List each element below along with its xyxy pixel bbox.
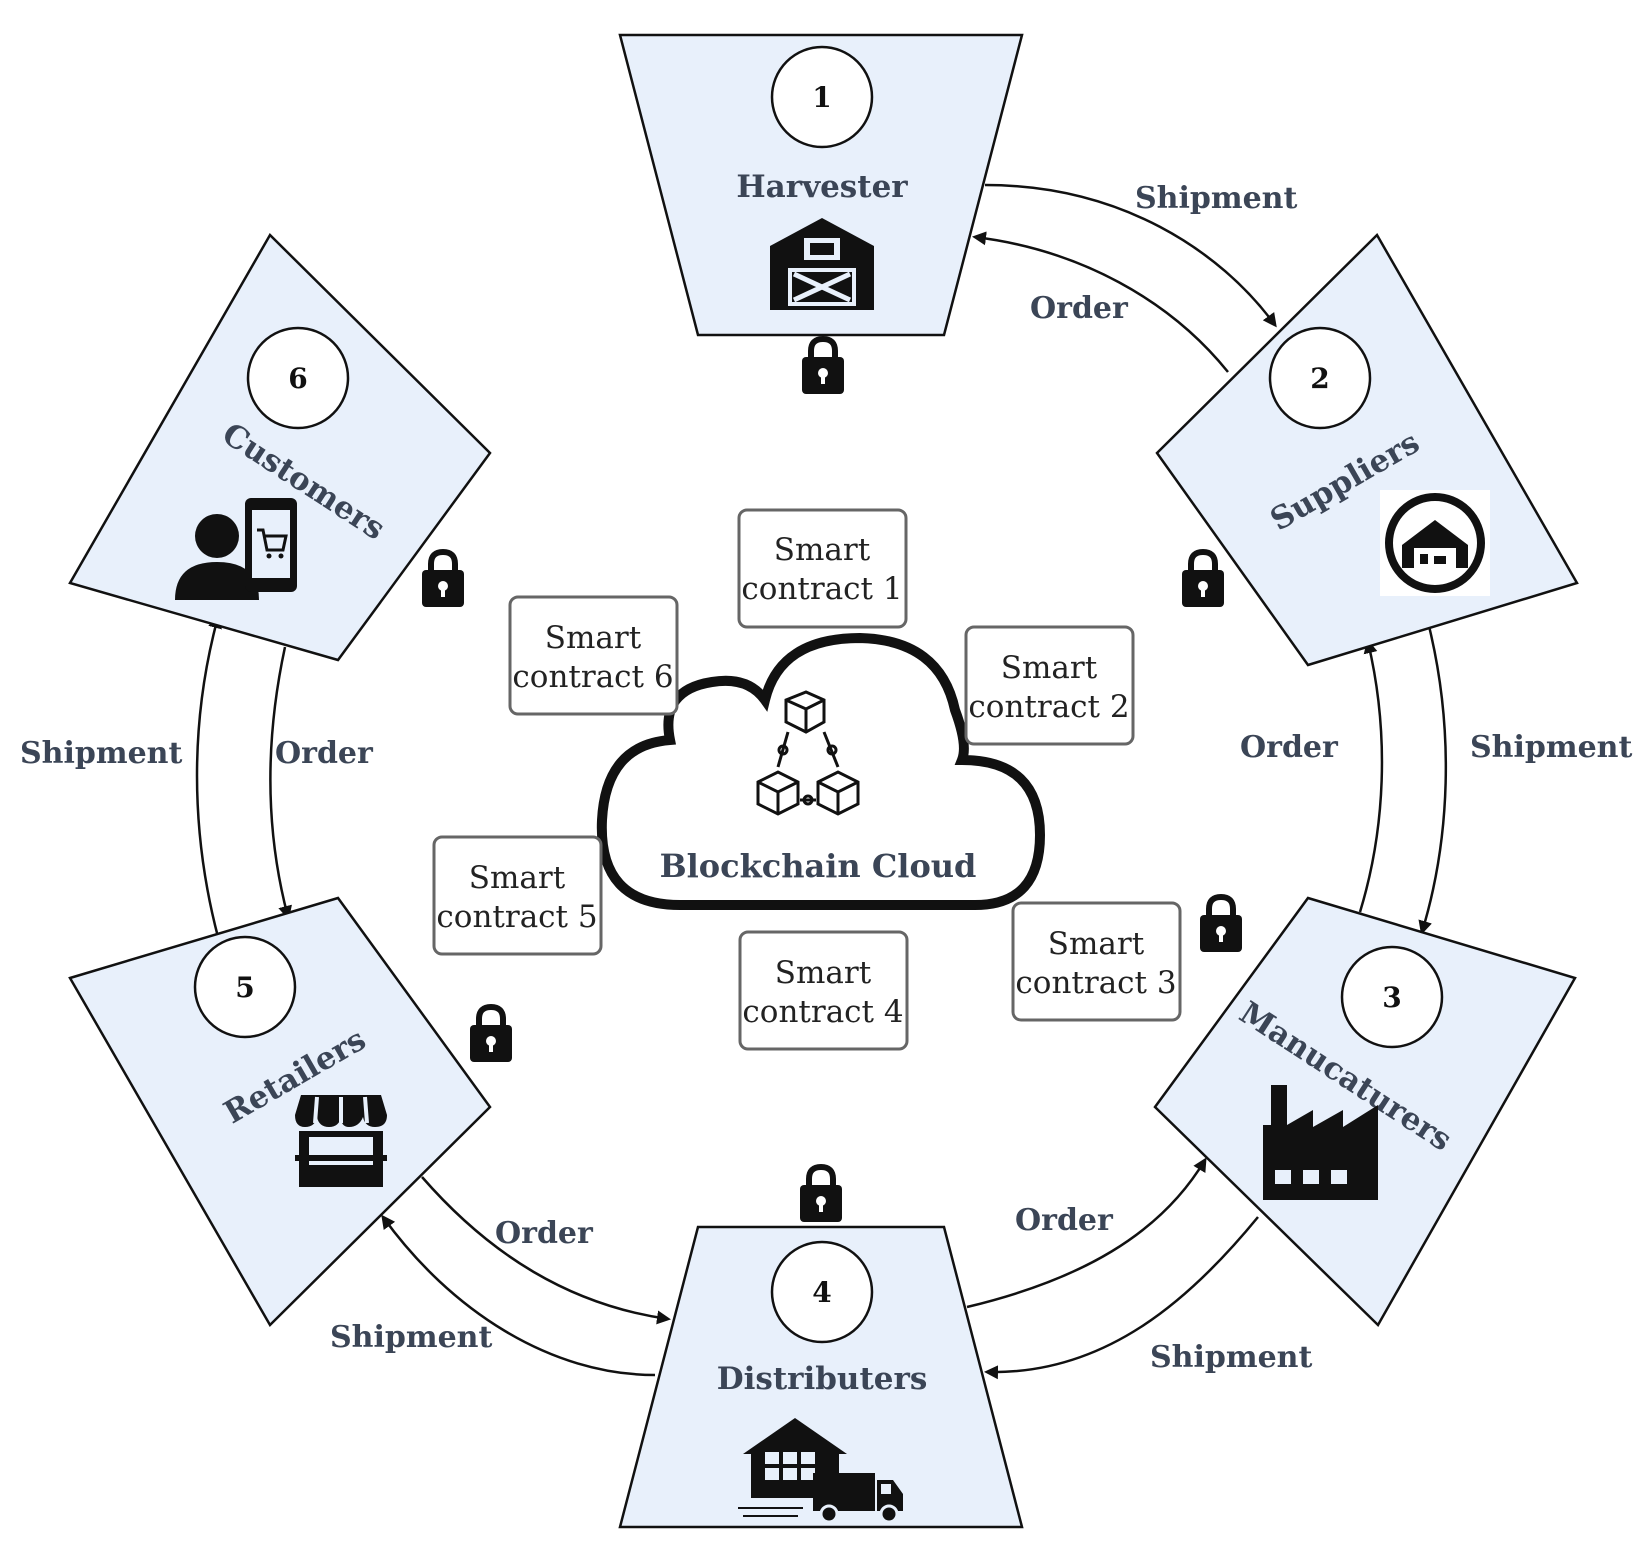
locks bbox=[422, 335, 1242, 1222]
flow-label-order: Order bbox=[1015, 1203, 1114, 1238]
node-harvester: 1 Harvester bbox=[618, 33, 1024, 337]
flow-label-shipment: Shipment bbox=[20, 736, 182, 771]
contract-line1: Smart bbox=[469, 860, 566, 896]
order-arrow-5-4 bbox=[421, 1176, 671, 1325]
padlock-icon bbox=[1200, 893, 1242, 952]
flow-label-order: Order bbox=[275, 736, 374, 771]
contract-line1: Smart bbox=[774, 532, 871, 568]
padlock-icon bbox=[1182, 548, 1224, 607]
cloud-shape bbox=[596, 632, 1046, 910]
node-number-circle bbox=[770, 1240, 874, 1344]
contract-line2: contract 4 bbox=[742, 994, 903, 1030]
smart-contract-6: Smart contract 6 bbox=[508, 595, 679, 716]
barn-icon bbox=[770, 218, 874, 310]
flow-label-order: Order bbox=[1240, 730, 1339, 765]
smart-contract-4: Smart contract 4 bbox=[738, 930, 909, 1051]
warehouse-icon bbox=[1380, 490, 1490, 596]
node-shape bbox=[68, 232, 492, 662]
node-number-circle bbox=[193, 935, 297, 1039]
customer-shopping-icon bbox=[175, 498, 297, 600]
flow-label-shipment: Shipment bbox=[1470, 730, 1632, 765]
flow-arrows bbox=[195, 183, 1448, 1380]
contract-line2: contract 3 bbox=[1015, 965, 1176, 1001]
node-shape bbox=[618, 33, 1024, 337]
contract-line1: Smart bbox=[545, 620, 642, 656]
node-number: 3 bbox=[1382, 981, 1401, 1014]
padlock-icon bbox=[422, 548, 464, 607]
padlock-icon bbox=[802, 335, 844, 394]
node-label: Harvester bbox=[736, 169, 908, 205]
order-arrow-2-1 bbox=[972, 231, 1229, 373]
node-manucaturers: 3 Manucaturers bbox=[1153, 896, 1577, 1328]
order-arrow-6-5 bbox=[269, 646, 292, 920]
flow-label-order: Order bbox=[1030, 291, 1129, 326]
cloud-label: Blockchain Cloud bbox=[660, 847, 977, 885]
node-customers: 6 Customers bbox=[68, 232, 492, 662]
shipment-arrow-3-4 bbox=[984, 1216, 1259, 1380]
smart-contract-3: Smart contract 3 bbox=[1011, 901, 1182, 1022]
contract-line2: contract 2 bbox=[968, 689, 1129, 725]
blockchain-cloud: Blockchain Cloud bbox=[596, 632, 1046, 910]
flow-labels: Shipment Order Order Shipment Order Ship… bbox=[20, 181, 1632, 1375]
padlock-icon bbox=[470, 1003, 512, 1062]
contract-line1: Smart bbox=[775, 955, 872, 991]
node-number-circle bbox=[1340, 945, 1444, 1049]
node-distributers: 4 Distributers bbox=[618, 1225, 1024, 1529]
order-arrow-3-2 bbox=[1358, 639, 1384, 913]
factory-icon bbox=[1263, 1085, 1378, 1200]
smart-contracts: Smart contract 1 Smart contract 2 Smart … bbox=[432, 508, 1182, 1051]
node-label: Distributers bbox=[717, 1361, 928, 1397]
node-retailers: 5 Retailers bbox=[68, 896, 492, 1328]
shipment-arrow-4-5 bbox=[381, 1214, 656, 1377]
flow-label-order: Order bbox=[495, 1216, 594, 1251]
smart-contract-5: Smart contract 5 bbox=[432, 835, 603, 956]
node-number: 6 bbox=[288, 362, 307, 395]
smart-contract-2: Smart contract 2 bbox=[964, 625, 1135, 746]
shipment-arrow-2-3 bbox=[1418, 621, 1448, 935]
shipment-arrow-5-6 bbox=[195, 614, 222, 938]
node-shape bbox=[618, 1225, 1024, 1529]
contract-line1: Smart bbox=[1001, 650, 1098, 686]
order-arrow-4-3 bbox=[966, 1157, 1207, 1309]
node-number-circle bbox=[246, 326, 350, 430]
flow-label-shipment: Shipment bbox=[1150, 1340, 1312, 1375]
node-shape bbox=[1153, 896, 1577, 1328]
node-number: 4 bbox=[812, 1276, 831, 1309]
smart-contract-1: Smart contract 1 bbox=[737, 508, 908, 629]
distribution-truck-icon bbox=[738, 1418, 903, 1524]
node-number-circle bbox=[770, 45, 874, 149]
contract-line2: contract 6 bbox=[512, 659, 673, 695]
padlock-icon bbox=[800, 1163, 842, 1222]
node-number: 1 bbox=[812, 81, 831, 114]
shipment-arrow-1-2 bbox=[984, 183, 1277, 328]
contract-line1: Smart bbox=[1048, 926, 1145, 962]
contract-line2: contract 5 bbox=[436, 899, 597, 935]
node-number: 5 bbox=[235, 971, 254, 1004]
node-suppliers: 2 Suppliers bbox=[1155, 232, 1579, 667]
contract-line2: contract 1 bbox=[741, 571, 902, 607]
node-number-circle bbox=[1268, 326, 1372, 430]
node-shape bbox=[68, 896, 492, 1328]
store-icon bbox=[295, 1095, 387, 1187]
flow-label-shipment: Shipment bbox=[330, 1320, 492, 1355]
flow-label-shipment: Shipment bbox=[1135, 181, 1297, 216]
node-number: 2 bbox=[1310, 362, 1329, 395]
blockchain-icon bbox=[756, 690, 860, 816]
